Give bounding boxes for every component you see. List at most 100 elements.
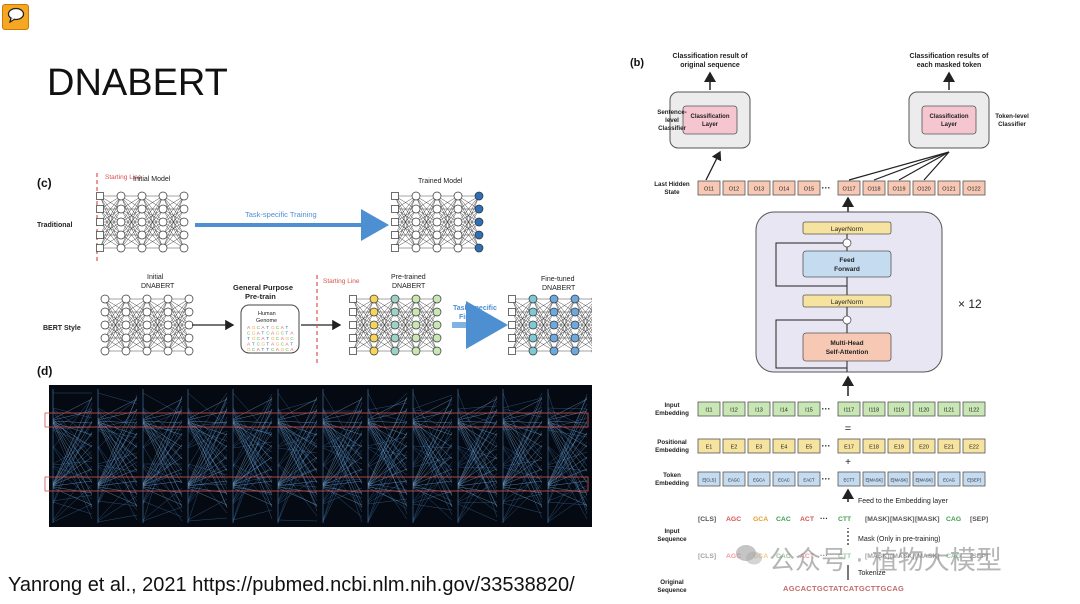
attn-line (187, 432, 228, 488)
net-edge (415, 221, 438, 249)
genome-letter: A (257, 347, 261, 353)
sequence-token: CTT (838, 516, 852, 523)
attn-line (367, 427, 408, 486)
initial-model-network (96, 191, 189, 253)
net-edge (415, 298, 438, 352)
classification-layer-left-line2: Layer (702, 122, 719, 128)
net-node (184, 307, 194, 317)
attn-line (502, 408, 543, 486)
attn-line (412, 419, 453, 472)
attn-line (457, 482, 498, 503)
attn-line (367, 402, 408, 411)
attn-line (97, 464, 138, 473)
initial-dnabert-label: DNABERT (141, 283, 175, 290)
classification-layer-right-line2: Layer (941, 122, 958, 128)
net-edge (120, 195, 143, 236)
positional-embedding-dots: ··· (822, 441, 831, 451)
attn-line (277, 420, 318, 424)
net-input-node (96, 218, 104, 226)
net-node (179, 243, 189, 253)
net-node (411, 307, 421, 317)
output-text: O119 (892, 187, 905, 193)
positional-embedding-box (912, 438, 936, 454)
net-edge (146, 298, 169, 352)
attn-line (367, 482, 408, 491)
attn-line (232, 509, 273, 521)
attn-line (277, 432, 318, 488)
trained-model-label: Trained Model (418, 178, 463, 185)
attn-line (277, 483, 318, 488)
attn-line (97, 514, 138, 523)
net-edge (574, 318, 592, 352)
attn-line (457, 396, 498, 485)
net-edge (167, 324, 190, 352)
attn-line (547, 419, 588, 472)
row-label: Token-level (995, 113, 1029, 120)
net-node (570, 294, 580, 304)
feed-forward-line2: Forward (834, 266, 860, 273)
attn-line (52, 410, 93, 476)
net-edge (457, 195, 480, 223)
net-node (549, 346, 559, 356)
genome-letter: G (252, 331, 256, 337)
attn-line (322, 456, 363, 485)
net-node (184, 333, 194, 343)
attn-line (412, 394, 453, 410)
attn-line (277, 419, 318, 502)
attn-line (367, 421, 408, 436)
attn-line (322, 396, 363, 485)
net-edge (511, 298, 534, 326)
trained-model-network (391, 191, 484, 253)
net-input-node (349, 295, 357, 303)
genome-letter: A (261, 325, 265, 331)
attn-line (322, 432, 363, 488)
sequence-token: [CLS] (698, 516, 716, 523)
net-edge (394, 298, 417, 352)
net-edge (436, 195, 459, 249)
attn-line (412, 392, 453, 482)
genome-letter: A (261, 336, 265, 342)
net-node (137, 217, 147, 227)
attn-line (367, 418, 408, 460)
attn-line (502, 432, 543, 488)
attn-line (457, 432, 498, 488)
net-node (163, 307, 173, 317)
token-embedding-text: E[SEP] (967, 478, 981, 483)
net-node (474, 191, 484, 201)
attn-line (52, 420, 93, 487)
genome-letter: G (261, 342, 265, 348)
net-input-node (349, 347, 357, 355)
attn-line (502, 418, 543, 460)
net-node (179, 217, 189, 227)
net-edge (532, 298, 555, 339)
net-node (137, 204, 147, 214)
attn-line (502, 421, 543, 496)
pre-trained-dnabert-label: DNABERT (392, 283, 426, 290)
net-edge (167, 298, 190, 352)
attn-line (367, 460, 408, 503)
attn-line (277, 519, 318, 522)
token-embedding-text: EGCA (753, 478, 765, 483)
attn-line (277, 421, 318, 496)
row-label: Embedding (655, 410, 689, 417)
attn-line (142, 506, 183, 522)
net-edge (162, 208, 185, 249)
net-edge (415, 298, 438, 326)
attn-line (187, 498, 228, 521)
attn-line (187, 397, 228, 502)
attn-line (187, 465, 228, 514)
attn-line (52, 420, 93, 484)
net-node (411, 230, 421, 240)
genome-letter: C (271, 347, 275, 353)
net-node (121, 294, 131, 304)
comment-button[interactable] (2, 4, 29, 30)
equals-sign: = (845, 423, 851, 435)
positional-embedding-box (797, 438, 821, 454)
genome-letter: T (290, 342, 293, 348)
attn-line (547, 432, 588, 465)
attn-line (457, 422, 498, 508)
net-edge (532, 324, 555, 352)
net-edge (120, 195, 143, 223)
net-node (369, 320, 379, 330)
